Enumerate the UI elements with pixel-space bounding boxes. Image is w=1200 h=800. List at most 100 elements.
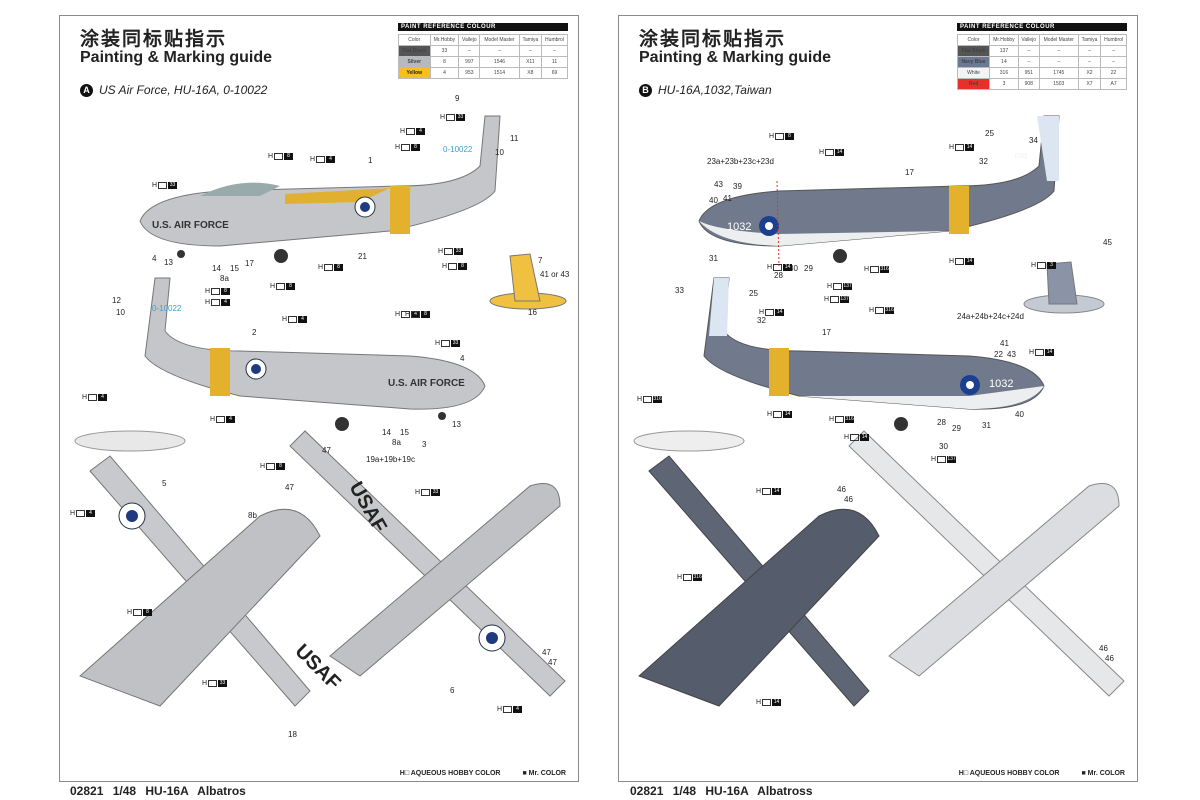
paint-table-header: PAINT REFERENCE COLOUR bbox=[957, 23, 1127, 31]
color-legend: H□ AQUEOUS HOBBY COLOR■ Mr. COLOR bbox=[400, 770, 566, 777]
callout: 46 bbox=[1105, 654, 1114, 663]
callout: 6 bbox=[450, 686, 455, 695]
fuselage-marking: 1032 bbox=[727, 221, 752, 233]
fuselage-marking: U.S. AIR FORCE bbox=[388, 378, 465, 389]
callout: 8a bbox=[220, 274, 229, 283]
side-view-right bbox=[703, 277, 1045, 431]
aircraft-illustrations bbox=[74, 115, 567, 707]
callout: 43 bbox=[714, 180, 723, 189]
legend-hobby: H□ AQUEOUS HOBBY COLOR bbox=[958, 770, 1060, 777]
scheme-badge: A bbox=[80, 83, 93, 97]
callout: 8b bbox=[248, 511, 257, 520]
callout: 17 bbox=[822, 328, 831, 337]
callout: 46 bbox=[837, 485, 846, 494]
callout: 47 bbox=[548, 658, 557, 667]
top-view-right bbox=[289, 430, 566, 697]
top-view-left bbox=[79, 455, 321, 707]
callout: 10 bbox=[116, 308, 125, 317]
side-view-left bbox=[139, 115, 501, 263]
tail-serial: 0-10022 bbox=[152, 304, 182, 313]
side-view-right bbox=[144, 277, 486, 431]
callout: 46 bbox=[844, 495, 853, 504]
callout: 47 bbox=[285, 483, 294, 492]
scheme-label: A US Air Force, HU-16A, 0-10022 bbox=[80, 83, 267, 97]
fuselage-marking: 1032 bbox=[989, 378, 1014, 390]
callout: 33 bbox=[675, 286, 684, 295]
callout: 7 bbox=[538, 256, 543, 265]
title-chinese: 涂装同标贴指示 bbox=[639, 28, 787, 50]
title-english: Painting & Marking guide bbox=[639, 49, 832, 66]
callout: 29 bbox=[952, 424, 961, 433]
callout: 2 bbox=[252, 328, 257, 337]
callout: 5 bbox=[162, 479, 167, 488]
callout: 40 bbox=[709, 196, 718, 205]
callout: 39 bbox=[733, 182, 742, 191]
callout: 1 bbox=[368, 156, 373, 165]
callout: 41 bbox=[723, 194, 732, 203]
callout: 14 bbox=[212, 264, 221, 273]
callout: 15 bbox=[400, 428, 409, 437]
top-view-left bbox=[638, 455, 880, 707]
callout: 13 bbox=[452, 420, 461, 429]
callout: 28 bbox=[774, 271, 783, 280]
footer-right: 02821 1/48 HU-16A Albatross bbox=[630, 784, 813, 798]
callout: 41 or 43 bbox=[540, 270, 570, 279]
callout: 14 bbox=[382, 428, 391, 437]
callout: 18 bbox=[288, 730, 297, 739]
callout: 12 bbox=[112, 296, 121, 305]
scheme-text: HU-16A,1032,Taiwan bbox=[658, 83, 772, 97]
scheme-text: US Air Force, HU-16A, 0-10022 bbox=[99, 83, 268, 97]
callout: 45 bbox=[1103, 238, 1112, 247]
fuselage-marking: U.S. AIR FORCE bbox=[152, 220, 229, 231]
callout: 29 bbox=[804, 264, 813, 273]
callout: 47 bbox=[322, 446, 331, 455]
float-view-small bbox=[74, 430, 186, 452]
callout: 23a+23b+23c+23d bbox=[707, 157, 774, 166]
callout: 19a+19b+19c bbox=[366, 455, 415, 464]
